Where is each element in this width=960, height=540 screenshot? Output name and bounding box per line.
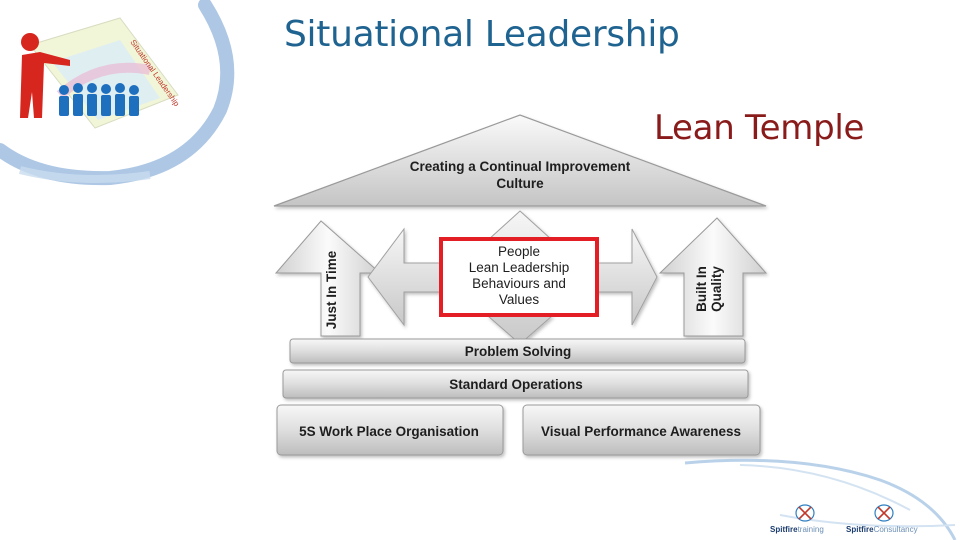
pillar-arrow-left xyxy=(274,220,382,337)
leadership-logo-image: Situational Leadership xyxy=(0,0,242,190)
logo-left-strong: Spitfire xyxy=(770,525,798,534)
pillar-label-left: Just In Time xyxy=(324,250,339,329)
center-text-line2: Lean Leadership xyxy=(469,260,570,275)
pillar-arrow-right xyxy=(658,217,768,337)
spitfire-consultancy-logo: SpitfireConsultancy xyxy=(846,503,936,537)
center-highlight-box xyxy=(439,237,599,317)
temple-roof xyxy=(273,114,767,207)
spitfire-emblem-icon xyxy=(795,504,815,522)
logo-left-light: training xyxy=(797,525,824,534)
step-standard-operations-label: Standard Operations xyxy=(449,377,583,392)
center-text-line3: Behaviours and xyxy=(472,276,566,291)
pillar-label-right-line1: Built In xyxy=(694,266,709,312)
roof-text-line1: Creating a Continual Improvement xyxy=(410,159,631,174)
logo-right-strong: Spitfire xyxy=(846,525,874,534)
roof-text-line2: Culture xyxy=(496,176,544,191)
step-standard-operations xyxy=(282,369,749,399)
spitfire-emblem-icon xyxy=(874,504,894,522)
base-block-left-label: 5S Work Place Organisation xyxy=(299,424,479,439)
center-text-line4: Values xyxy=(499,292,540,307)
step-problem-solving-label: Problem Solving xyxy=(465,344,572,359)
logo-right-light: Consultancy xyxy=(873,525,918,534)
base-block-right-label: Visual Performance Awareness xyxy=(541,424,741,439)
base-block-right xyxy=(522,404,761,456)
base-block-left xyxy=(276,404,504,456)
spitfire-training-logo: Spitfiretraining xyxy=(770,503,840,537)
slide-title: Situational Leadership xyxy=(284,14,680,55)
center-text-line1: People xyxy=(498,244,540,259)
slide-subtitle: Lean Temple xyxy=(654,108,865,148)
lean-temple-diagram: Creating a Continual Improvement Culture… xyxy=(273,114,768,456)
step-problem-solving xyxy=(289,338,746,364)
pillar-label-right-line2: Quality xyxy=(709,266,724,312)
